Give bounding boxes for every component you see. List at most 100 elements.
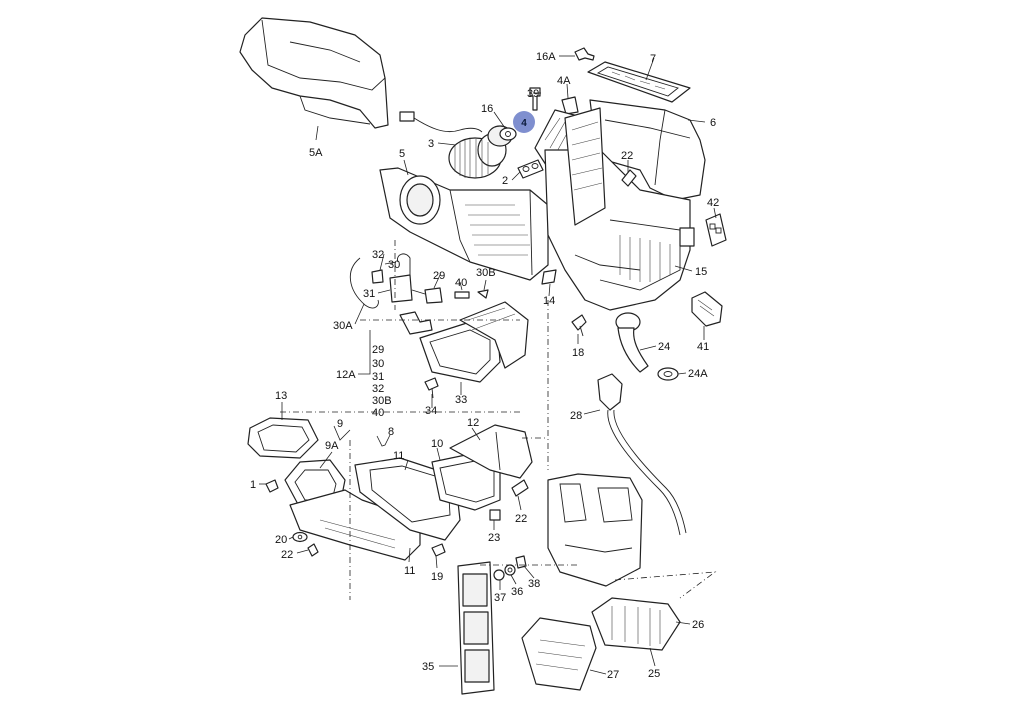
part-9-lower-duct xyxy=(289,489,421,561)
group-item: 31 xyxy=(372,371,384,383)
label-11-upper: 11 xyxy=(393,450,404,462)
part-22-screw-upper xyxy=(621,169,637,187)
label-11-lower: 11 xyxy=(404,565,415,577)
label-1: 1 xyxy=(250,479,256,491)
label-29: 29 xyxy=(433,270,445,282)
part-24-drain-hose xyxy=(615,312,649,373)
label-32: 32 xyxy=(372,249,384,261)
part-22-screw-lower xyxy=(307,543,319,557)
group-item: 32 xyxy=(372,383,384,395)
label-28: 28 xyxy=(570,410,582,422)
label-25: 25 xyxy=(648,668,660,680)
label-3: 3 xyxy=(428,138,434,150)
part-23-clip xyxy=(489,509,501,521)
label-26: 26 xyxy=(692,619,704,631)
label-31: 31 xyxy=(363,288,375,300)
label-41: 41 xyxy=(697,341,709,353)
label-8: 8 xyxy=(388,426,394,438)
part-41-resistor xyxy=(691,291,723,327)
part-5-blower-housing xyxy=(379,167,549,281)
label-27: 27 xyxy=(607,669,619,681)
part-5A-duct xyxy=(239,17,389,129)
part-32-screw xyxy=(371,269,384,284)
label-22-right: 22 xyxy=(515,513,527,525)
label-14: 14 xyxy=(543,295,555,307)
part-24A-grommet xyxy=(657,367,679,381)
label-4A: 4A xyxy=(557,75,571,87)
part-31-actuator xyxy=(389,253,413,303)
callout-labels: 16A 7 4A 39 16 4 6 5A 3 5 22 2 42 15 32 … xyxy=(250,51,719,681)
part-2-clip xyxy=(517,159,544,179)
highlight-circle[interactable] xyxy=(513,111,535,133)
part-36-nut xyxy=(504,564,516,576)
label-20: 20 xyxy=(275,534,287,546)
part-16-washer xyxy=(499,127,517,141)
part-15-central-housing xyxy=(544,107,695,311)
label-19: 19 xyxy=(431,571,443,583)
part-30A-wire xyxy=(350,257,379,309)
highlight-callout-4[interactable]: 4 xyxy=(513,111,535,133)
leader-lines xyxy=(259,55,717,675)
label-36: 36 xyxy=(511,586,523,598)
label-42: 42 xyxy=(707,197,719,209)
part-18-bolt xyxy=(571,314,587,337)
label-33: 33 xyxy=(455,394,467,406)
label-24A: 24A xyxy=(688,368,708,380)
label-15: 15 xyxy=(695,266,707,278)
label-39: 39 xyxy=(527,88,539,100)
group-item: 29 xyxy=(372,344,384,356)
label-24: 24 xyxy=(658,341,670,353)
label-22-lower: 22 xyxy=(281,549,293,561)
label-30: 30 xyxy=(388,259,400,271)
label-38: 38 xyxy=(528,578,540,590)
part-28-pipe xyxy=(597,373,687,536)
label-12: 12 xyxy=(467,417,479,429)
label-16A: 16A xyxy=(536,51,556,63)
part-7-frame xyxy=(587,61,691,103)
label-5A: 5A xyxy=(309,147,323,159)
part-16A-screw xyxy=(574,47,595,61)
label-18: 18 xyxy=(572,347,584,359)
group-list-12A: 29 30 31 32 30B 40 xyxy=(372,344,392,419)
label-9: 9 xyxy=(337,418,343,430)
part-37-knob xyxy=(493,569,505,581)
group-item: 30B xyxy=(372,395,392,407)
label-22-upper: 22 xyxy=(621,150,633,162)
label-13: 13 xyxy=(275,390,287,402)
part-29-connector xyxy=(411,287,443,304)
part-34-screw xyxy=(424,377,439,399)
part-20-washer xyxy=(292,531,308,543)
part-42-switch xyxy=(705,213,727,247)
part-13-gasket xyxy=(247,417,319,459)
part-12A-actuator-group xyxy=(399,311,433,335)
part-39-screw xyxy=(529,87,541,111)
part-33-flap-frame xyxy=(419,301,529,383)
label-6: 6 xyxy=(710,117,716,129)
part-1-screw xyxy=(265,479,279,493)
label-7: 7 xyxy=(650,53,656,65)
label-23: 23 xyxy=(488,532,500,544)
label-4[interactable]: 4 xyxy=(521,118,527,129)
label-10: 10 xyxy=(431,438,443,450)
part-40-pin xyxy=(454,291,470,299)
part-wire-connector xyxy=(399,111,483,133)
part-8-duct xyxy=(354,457,461,541)
label-16: 16 xyxy=(481,103,493,115)
label-35: 35 xyxy=(422,661,434,673)
label-34: 34 xyxy=(425,405,437,417)
label-2: 2 xyxy=(502,175,508,187)
assembly-lines xyxy=(280,240,717,600)
label-5: 5 xyxy=(399,148,405,160)
part-26-vent-grille xyxy=(591,597,681,651)
label-30A: 30A xyxy=(333,320,353,332)
part-12-duct xyxy=(449,424,533,479)
group-item: 40 xyxy=(372,407,384,419)
part-30B-clip xyxy=(477,289,489,299)
part-4A-rod xyxy=(561,96,579,115)
part-3-blower-fan xyxy=(448,125,513,179)
label-12A: 12A xyxy=(336,369,356,381)
part-22-screw-right xyxy=(511,479,529,497)
label-40: 40 xyxy=(455,277,467,289)
part-35-vent-panel xyxy=(457,561,495,695)
